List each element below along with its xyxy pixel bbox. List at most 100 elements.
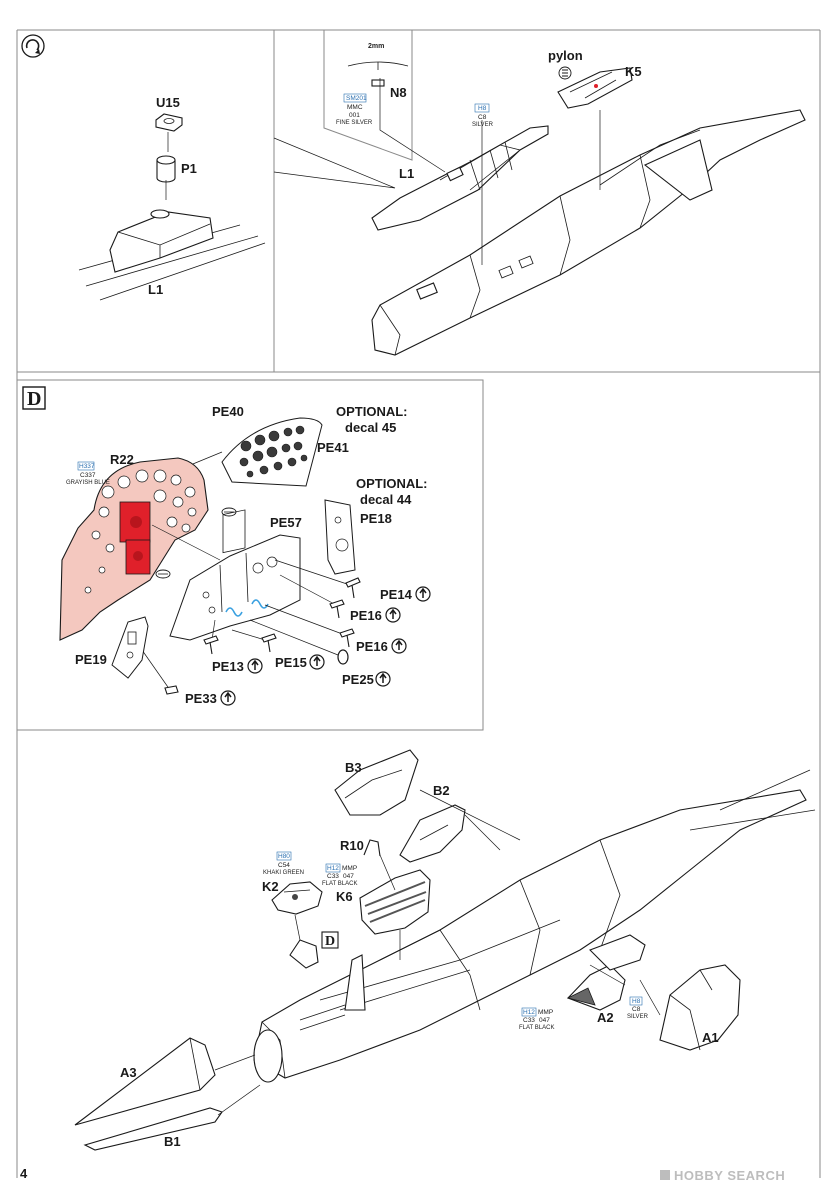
instrument-dial xyxy=(187,507,197,517)
part-label: pylon xyxy=(548,48,583,63)
paint-code-r22: H337 C337 GRAYISH BLUE xyxy=(66,461,110,486)
watermark-logo-icon xyxy=(660,1170,670,1180)
part-label: A1 xyxy=(702,1030,719,1045)
optional-decal: decal 45 xyxy=(345,420,396,435)
svg-text:D: D xyxy=(325,934,335,949)
svg-text:C33: C33 xyxy=(327,873,339,880)
part-label: K6 xyxy=(336,889,353,904)
svg-text:MMP: MMP xyxy=(342,865,357,872)
instrument-dial xyxy=(254,434,266,446)
svg-text:H337: H337 xyxy=(79,463,95,470)
svg-text:MMP: MMP xyxy=(538,1009,553,1016)
step-ref-badge: D xyxy=(321,931,339,949)
dimension-label: 2mm xyxy=(368,43,384,50)
instrument-dial xyxy=(268,430,280,442)
part-label: PE18 xyxy=(360,511,392,526)
svg-text:SM201: SM201 xyxy=(346,95,367,102)
part-label: L1 xyxy=(148,282,163,297)
svg-text:PE16: PE16 xyxy=(356,639,388,654)
instrument-dial xyxy=(295,425,305,435)
fold-up-icon xyxy=(247,658,263,674)
part-label: B3 xyxy=(345,760,362,775)
svg-text:PE16: PE16 xyxy=(350,608,382,623)
part-label: N8 xyxy=(390,85,407,100)
part-label: PE57 xyxy=(270,515,302,530)
svg-text:HOBBY SEARCH: HOBBY SEARCH xyxy=(674,1168,785,1183)
instrument-dial xyxy=(273,461,283,471)
part-label: A2 xyxy=(597,1010,614,1025)
svg-text:FLAT BLACK: FLAT BLACK xyxy=(322,881,357,887)
svg-text:PE15: PE15 xyxy=(275,655,307,670)
instrument-dial xyxy=(153,469,167,483)
decal-callout-icon xyxy=(155,569,171,579)
paint-code-k6: H12 MMP C33 047 FLAT BLACK xyxy=(322,863,357,887)
svg-text:047: 047 xyxy=(343,873,354,880)
r22-panel xyxy=(59,457,209,641)
instrument-dial xyxy=(300,454,308,462)
watermark: HOBBY SEARCH xyxy=(660,1168,785,1183)
fold-up-icon xyxy=(385,607,401,623)
svg-text:H12: H12 xyxy=(327,865,339,872)
fold-up-icon xyxy=(220,690,236,706)
part-label: B2 xyxy=(433,783,450,798)
step-badge: D xyxy=(22,386,46,410)
instrument-dial xyxy=(153,489,167,503)
instrument-dial xyxy=(98,506,110,518)
top-left-diagram: U15 P1 L1 xyxy=(78,95,266,301)
handle-parts xyxy=(164,577,361,695)
cockpit-panel-diagram: D PE40 OPTIONAL: decal 45 PE41 OPTIONAL:… xyxy=(22,386,431,706)
svg-text:SILVER: SILVER xyxy=(627,1014,649,1020)
instrument-dial xyxy=(283,427,293,437)
fold-up-icon xyxy=(375,671,391,687)
optional-decal: decal 44 xyxy=(360,492,412,507)
svg-text:FLAT BLACK: FLAT BLACK xyxy=(519,1025,554,1031)
page-number: 4 xyxy=(20,1166,28,1181)
instrument-dial xyxy=(84,586,92,594)
instrument-dial xyxy=(101,485,115,499)
top-right-diagram: 2mm N8 SM201 MMC 001 FINE SILVER xyxy=(273,30,806,356)
instrument-dial xyxy=(287,457,297,467)
svg-text:KHAKI GREEN: KHAKI GREEN xyxy=(263,870,304,876)
part-label: PE41 xyxy=(317,440,349,455)
svg-text:047: 047 xyxy=(539,1017,550,1024)
instrument-dial xyxy=(105,543,115,553)
fold-up-icons xyxy=(220,586,431,706)
part-label: PE40 xyxy=(212,404,244,419)
part-label: A3 xyxy=(120,1065,137,1080)
instrument-dial xyxy=(181,523,191,533)
part-label: P1 xyxy=(181,161,197,176)
svg-text:PE13: PE13 xyxy=(212,659,244,674)
part-label: L1 xyxy=(399,166,414,181)
paint-code-n8: SM201 MMC 001 FINE SILVER xyxy=(336,93,373,126)
svg-text:C8: C8 xyxy=(632,1006,641,1013)
svg-text:D: D xyxy=(27,388,41,410)
pe-labels: PE14 PE16 PE16 PE13 PE15 PE25 PE33 xyxy=(185,587,413,706)
instrument-dial xyxy=(266,446,278,458)
svg-text:H80: H80 xyxy=(278,853,290,860)
svg-text:001: 001 xyxy=(349,112,360,119)
instrument-dial xyxy=(184,486,196,498)
instrument-dial xyxy=(166,516,178,528)
part-label: U15 xyxy=(156,95,180,110)
rotate-icon xyxy=(21,34,45,58)
svg-text:C54: C54 xyxy=(278,862,290,869)
instrument-dial xyxy=(293,441,303,451)
paint-code-a1: H8 C8 SILVER xyxy=(627,996,649,1020)
bottom-fuselage-diagram: B3 B2 R10 K2 H80 C54 KHAKI GREEN D K6 xyxy=(74,749,816,1151)
paint-code-a2: H12 MMP C33 047 FLAT BLACK xyxy=(519,1007,554,1031)
instrument-dial xyxy=(135,469,149,483)
instrument-dial xyxy=(172,496,184,508)
svg-text:C8: C8 xyxy=(478,114,487,121)
svg-text:H8: H8 xyxy=(632,998,641,1005)
svg-text:MMC: MMC xyxy=(347,104,363,111)
instrument-dial xyxy=(240,440,252,452)
svg-text:PE14: PE14 xyxy=(380,587,413,602)
part-label: B1 xyxy=(164,1134,181,1149)
svg-text:PE33: PE33 xyxy=(185,691,217,706)
paint-code-l1: H8 C8 SILVER xyxy=(472,103,494,128)
instrument-dial xyxy=(259,465,269,475)
instrument-dial xyxy=(91,530,101,540)
svg-text:H8: H8 xyxy=(478,105,487,112)
optional-label: OPTIONAL: xyxy=(336,404,408,419)
